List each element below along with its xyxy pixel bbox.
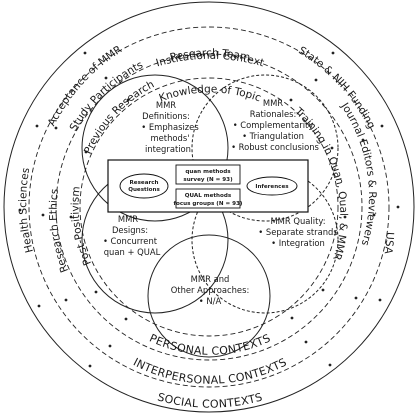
designs-line: Designs: bbox=[112, 225, 148, 235]
rationales-line: • Robust conclusions bbox=[231, 142, 319, 152]
definitions-line: methods' bbox=[150, 133, 189, 143]
rationales-text: MMR Rationales: • Complementarity • Tria… bbox=[231, 98, 319, 152]
other-approaches-circle bbox=[147, 234, 271, 358]
quality-line: • Integration bbox=[271, 238, 325, 248]
other-line: Other Approaches: bbox=[171, 285, 250, 295]
designs-line: • Concurrent bbox=[103, 236, 158, 246]
middle-top-label: Research Team bbox=[169, 47, 252, 64]
inner-ring-circle bbox=[55, 53, 363, 361]
other-line: • N/A bbox=[199, 296, 222, 306]
quality-line: • Separate strands bbox=[258, 227, 337, 237]
quan-methods-box bbox=[175, 164, 241, 185]
separator-dots bbox=[18, 51, 400, 368]
qual-methods-box bbox=[175, 188, 241, 209]
definitions-line: integration bbox=[145, 144, 191, 154]
outer-ring-circle bbox=[3, 1, 415, 413]
definitions-text: MMR Definitions: • Emphasizes methods' i… bbox=[141, 100, 198, 154]
research-questions-label: Research bbox=[129, 180, 158, 186]
core-ring-circle bbox=[79, 77, 339, 337]
center-box: Research Questions quan methods survey (… bbox=[107, 159, 309, 213]
inner-far-left-label: Post-Positivism bbox=[69, 186, 94, 267]
rationales-line: MMR bbox=[263, 98, 283, 108]
definitions-circle bbox=[81, 74, 229, 222]
middle-ring-circle bbox=[28, 26, 390, 388]
quality-circle bbox=[191, 166, 339, 314]
qual-methods-label: focus groups (N = 93) bbox=[174, 201, 243, 207]
quan-methods-label: quan methods bbox=[185, 169, 231, 175]
quality-line: MMR Quality: bbox=[270, 216, 325, 226]
research-questions-label: Questions bbox=[128, 187, 160, 193]
rationales-line: Rationales: bbox=[250, 109, 297, 119]
quality-text: MMR Quality: • Separate strands • Integr… bbox=[258, 216, 337, 248]
quan-methods-label: survey (N = 93) bbox=[183, 177, 233, 183]
outer-bottom-label: SOCIAL CONTEXTS bbox=[156, 390, 264, 410]
inferences-oval bbox=[246, 176, 298, 196]
middle-far-left-label: Research Ethics bbox=[48, 188, 71, 274]
research-questions-oval bbox=[119, 173, 169, 199]
rationales-line: • Complementarity bbox=[233, 120, 314, 130]
designs-text: MMR Designs: • Concurrent quan + QUAL bbox=[103, 214, 161, 257]
definitions-line: MMR bbox=[156, 100, 176, 110]
rationales-line: • Triangulation bbox=[242, 131, 304, 141]
outer-far-left-label: Health Sciences bbox=[17, 167, 36, 254]
rationales-circle bbox=[191, 74, 339, 222]
definitions-line: Definitions: bbox=[142, 111, 190, 121]
qual-methods-label: QUAL methods bbox=[185, 193, 232, 199]
other-approaches-text: MMR and Other Approaches: • N/A bbox=[171, 274, 250, 306]
outer-far-right-label: USA bbox=[382, 232, 396, 256]
definitions-line: • Emphasizes bbox=[141, 122, 198, 132]
designs-line: MMR bbox=[118, 214, 138, 224]
designs-line: quan + QUAL bbox=[104, 247, 161, 257]
other-line: MMR and bbox=[191, 274, 230, 284]
middle-bottom-label: INTERPERSONAL CONTEXTS bbox=[131, 356, 289, 387]
inferences-label: Inferences bbox=[255, 184, 289, 190]
